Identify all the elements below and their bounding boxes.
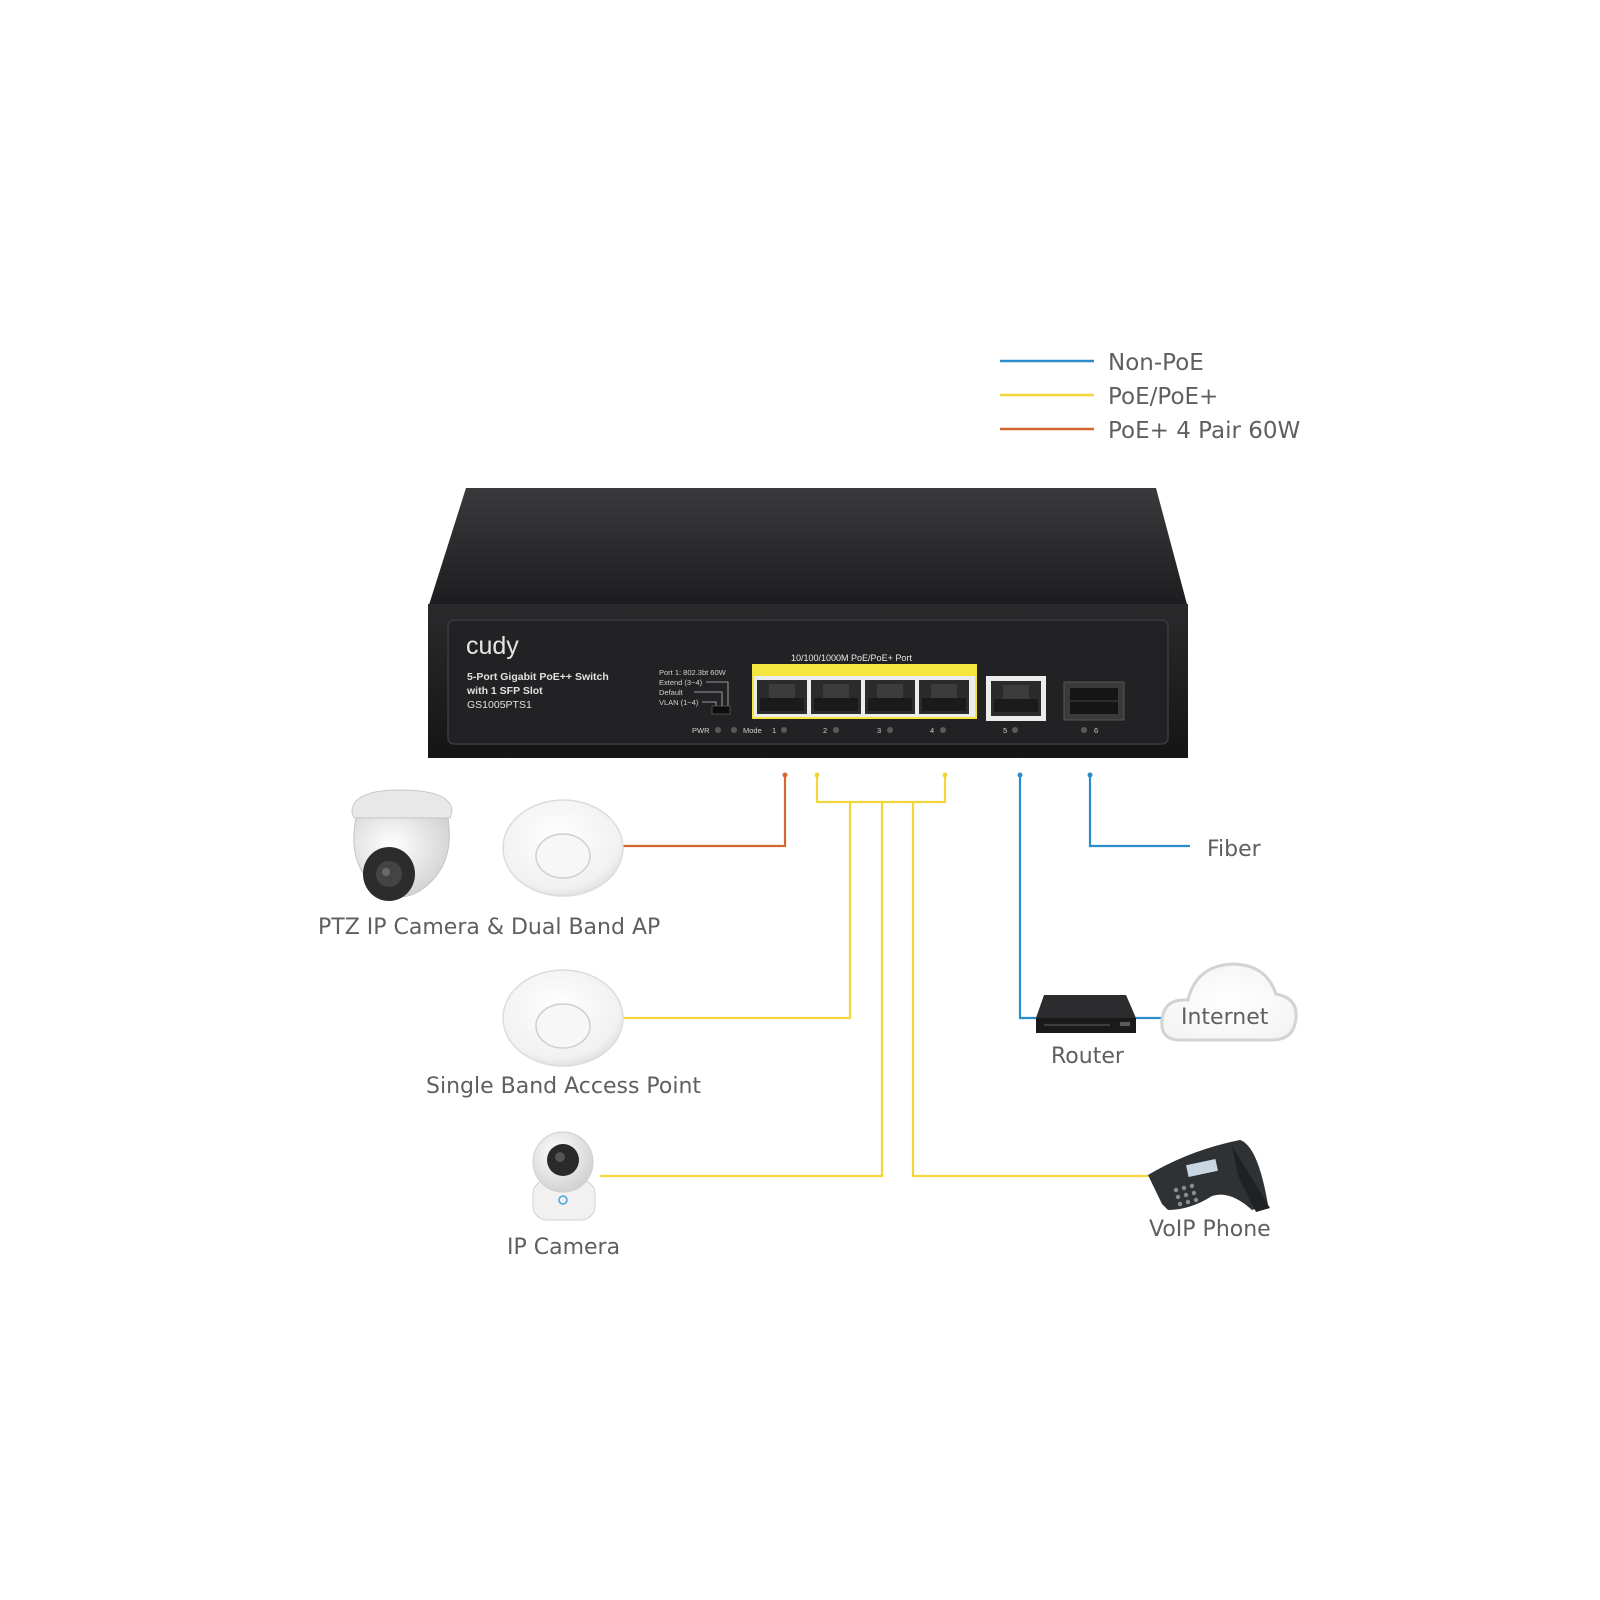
port-2-number: 2 <box>823 726 827 735</box>
rj45-port-4[interactable] <box>919 680 969 714</box>
brand-logo: cudy <box>466 632 519 660</box>
sfp-slot[interactable] <box>1063 681 1125 721</box>
legend-item-poe: PoE/PoE+ <box>1000 384 1218 410</box>
connection-lines <box>600 772 1190 1178</box>
mode-led-label: Mode <box>743 726 762 735</box>
link-fiber <box>1088 775 1190 848</box>
port-1-led <box>781 727 787 733</box>
link-endpoint-port5 <box>1017 772 1023 778</box>
ceiling-ap-icon <box>502 969 624 1067</box>
port-1-number: 1 <box>772 726 776 735</box>
mode-line-2: Extend (3~4) <box>659 678 703 687</box>
pwr-led-label: PWR <box>692 726 710 735</box>
link-poe-voip <box>911 802 1158 1178</box>
label-single-ap: Single Band Access Point <box>426 1074 701 1099</box>
legend-item-non-poe: Non-PoE <box>1000 350 1204 376</box>
link-poe-bus <box>815 775 947 804</box>
ip-camera-icon <box>532 1131 596 1221</box>
link-poe-ip-camera <box>600 802 884 1178</box>
legend-label-poe-60w: PoE+ 4 Pair 60W <box>1108 418 1300 444</box>
model-number: GS1005PTS1 <box>467 699 532 711</box>
poe-port-label: 10/100/1000M PoE/PoE+ Port <box>791 653 912 663</box>
port-3-led <box>887 727 893 733</box>
mode-line-3: Default <box>659 688 684 697</box>
port-5-number: 5 <box>1003 726 1007 735</box>
link-endpoint-port6 <box>1087 772 1093 778</box>
label-ptz-ap: PTZ IP Camera & Dual Band AP <box>318 915 660 940</box>
port-2-led <box>833 727 839 733</box>
status-leds: PWR Mode 1 2 3 4 5 6 <box>692 726 1098 735</box>
rj45-port-5[interactable] <box>986 676 1046 721</box>
legend-label-poe: PoE/PoE+ <box>1108 384 1218 410</box>
switch-top <box>428 488 1188 608</box>
ceiling-ap-icon-dual-band <box>502 799 624 897</box>
legend: Non-PoE PoE/PoE+ PoE+ 4 Pair 60W <box>1000 350 1300 444</box>
mode-line-1: Port 1: 802.3bt 60W <box>659 668 727 677</box>
product-name-line2: with 1 SFP Slot <box>466 685 543 697</box>
link-endpoint-port1 <box>782 772 788 778</box>
port-4-led <box>940 727 946 733</box>
port-4-number: 4 <box>930 726 934 735</box>
mode-led <box>731 727 737 733</box>
rj45-port-3[interactable] <box>865 680 915 714</box>
conference-phone-icon <box>1148 1140 1270 1212</box>
legend-item-poe-60w: PoE+ 4 Pair 60W <box>1000 418 1300 444</box>
label-ip-camera: IP Camera <box>507 1235 620 1260</box>
port-5-led <box>1012 727 1018 733</box>
label-internet: Internet <box>1181 1005 1269 1030</box>
link-nonpoe-router <box>1018 775 1040 1020</box>
label-voip: VoIP Phone <box>1149 1217 1271 1242</box>
mode-legend: Port 1: 802.3bt 60W Extend (3~4) Default… <box>659 668 731 715</box>
link-poe-single-ap <box>622 802 852 1020</box>
router-icon <box>1036 995 1136 1033</box>
product-name-line1: 5-Port Gigabit PoE++ Switch <box>467 671 609 683</box>
link-endpoint-port2 <box>814 772 820 778</box>
port-6-number: 6 <box>1094 726 1098 735</box>
rj45-port-1[interactable] <box>757 680 807 714</box>
link-endpoint-port4 <box>942 772 948 778</box>
legend-label-non-poe: Non-PoE <box>1108 350 1204 376</box>
pwr-led <box>715 727 721 733</box>
port-3-number: 3 <box>877 726 881 735</box>
rj45-port-2[interactable] <box>811 680 861 714</box>
turret-camera-icon <box>351 789 453 901</box>
mode-switch[interactable] <box>711 705 731 715</box>
cloud-icon <box>1160 962 1298 1042</box>
sfp-led-a <box>1081 727 1087 733</box>
label-fiber: Fiber <box>1207 837 1262 862</box>
label-router: Router <box>1051 1044 1125 1069</box>
mode-line-4: VLAN (1~4) <box>659 698 699 707</box>
link-poe60w-ptz <box>622 775 787 848</box>
poe-switch: cudy 5-Port Gigabit PoE++ Switch with 1 … <box>428 488 1188 758</box>
